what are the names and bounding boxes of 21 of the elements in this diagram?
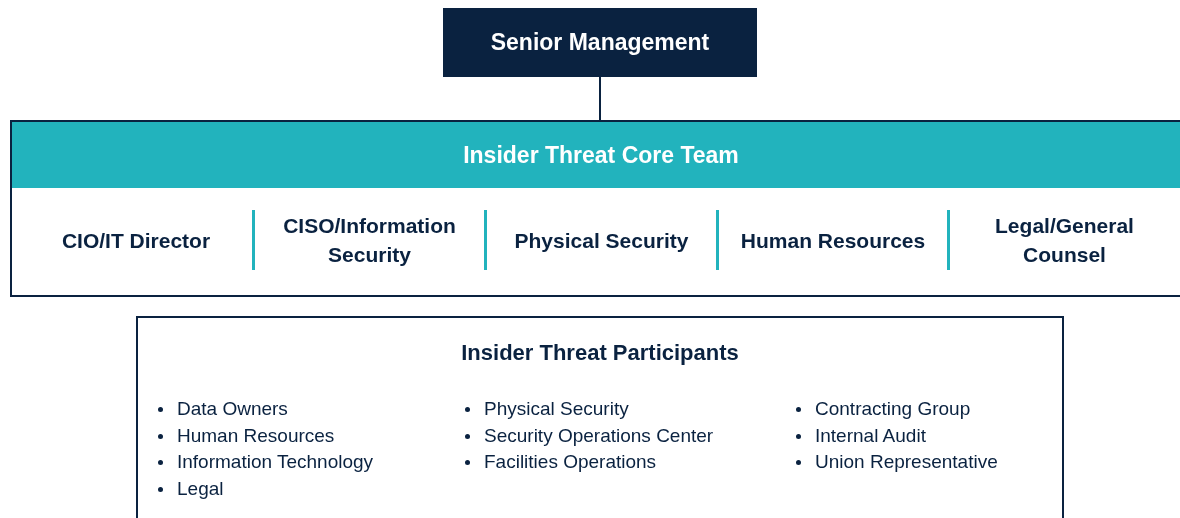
role-label: CIO/IT Director [20,210,252,270]
role-label: Human Resources [716,210,947,270]
list-item: Information Technology [177,450,374,475]
list-item: Internal Audit [815,423,926,448]
management-box: Senior Management [443,8,757,77]
role-label: CISO/Information Security [252,210,484,270]
team-panel [10,120,1180,297]
list-item: Union Representative [815,450,998,475]
participants-panel [136,316,1064,518]
role-label: Legal/General Counsel [947,210,1179,270]
list-item: Facilities Operations [484,450,657,475]
list-item: Legal [177,477,224,502]
list-item: Security Operations Center [484,423,714,448]
list-item: Human Resources [177,423,335,448]
connector-line [599,76,601,121]
list-item: Contracting Group [815,397,971,421]
list-item: Physical Security [484,397,629,421]
team-heading: Insider Threat Core Team [462,140,740,170]
role-label: Physical Security [484,210,716,270]
list-item: Data Owners [177,397,288,421]
panel-heading: Insider Threat Participants [460,340,740,366]
